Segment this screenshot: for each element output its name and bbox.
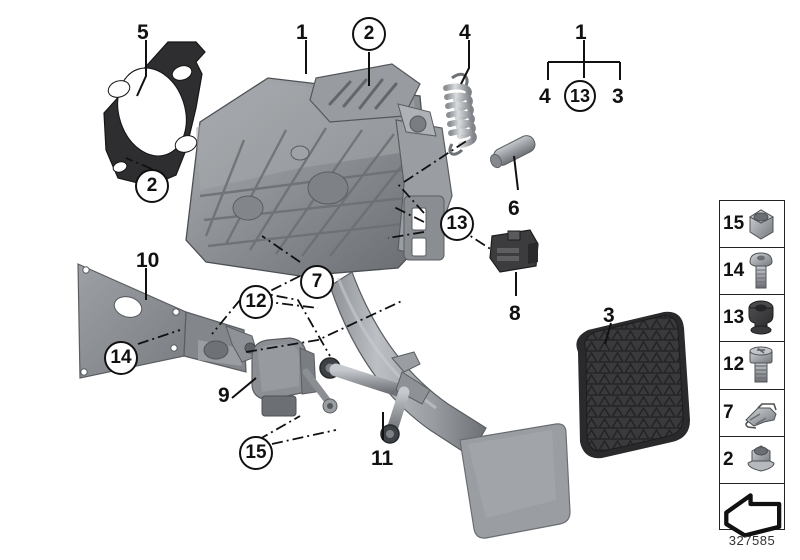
part-linkage-rod	[319, 351, 431, 444]
legend-row-7[interactable]: 7	[720, 390, 784, 437]
callout-3: 3	[603, 304, 615, 327]
callout-4-assembly: 4	[539, 85, 551, 108]
part-position-sensor	[251, 337, 338, 417]
callout-15: 15	[239, 436, 273, 470]
legend-number-2: 2	[723, 448, 734, 470]
legend-number-14: 14	[723, 260, 745, 282]
legend-row-13[interactable]: 13	[720, 295, 784, 343]
legend-number-7: 7	[723, 401, 734, 423]
legend-row-14[interactable]: 14	[720, 248, 784, 296]
callout-13-assembly: 13	[564, 80, 596, 112]
bracket-top-cap	[309, 63, 421, 123]
callout-1: 1	[296, 21, 308, 44]
rubber-bushing-icon	[748, 300, 774, 335]
part-pedal-rubber-pad	[576, 311, 690, 459]
legend-panel: 15 14 13	[719, 200, 785, 538]
callout-12: 12	[239, 285, 273, 319]
part-pedal-switch	[489, 229, 539, 273]
callout-11: 11	[371, 447, 394, 470]
callout-13: 13	[440, 207, 474, 241]
callout-10: 10	[136, 249, 160, 272]
legend-row-12[interactable]: 12	[720, 342, 784, 390]
part-pedal-bracket	[185, 63, 453, 277]
callout-1-assembly: 1	[575, 21, 587, 44]
part-pivot-pin	[490, 135, 536, 169]
callout-2-bracket: 2	[352, 17, 386, 51]
legend-number-13: 13	[723, 307, 745, 329]
callout-5: 5	[137, 21, 149, 44]
callout-6: 6	[508, 197, 520, 220]
part-return-spring	[443, 72, 477, 156]
part-gasket	[103, 41, 206, 187]
spring-clip-icon	[745, 402, 777, 429]
hex-nut-icon	[749, 209, 775, 240]
legend-number-15: 15	[723, 213, 745, 235]
part-pedal-arm	[329, 271, 571, 539]
callout-14: 14	[104, 341, 138, 375]
legend-number-12: 12	[723, 354, 745, 376]
direction-arrow-icon	[724, 493, 782, 538]
socket-head-screw-icon	[749, 346, 773, 383]
dome-head-bolt-icon	[749, 252, 773, 289]
callout-8: 8	[509, 302, 521, 325]
callout-4: 4	[459, 21, 471, 44]
flange-nut-icon	[747, 445, 775, 472]
diagram-number: 327585	[728, 533, 776, 548]
callout-3-assembly: 3	[612, 85, 624, 108]
legend-row-2[interactable]: 2	[720, 437, 784, 484]
callout-2-gasket: 2	[135, 169, 169, 203]
legend-row-15[interactable]: 15	[720, 201, 784, 249]
callout-7: 7	[300, 265, 334, 299]
callout-9: 9	[218, 384, 230, 407]
legend-row-direction[interactable]	[720, 484, 784, 538]
